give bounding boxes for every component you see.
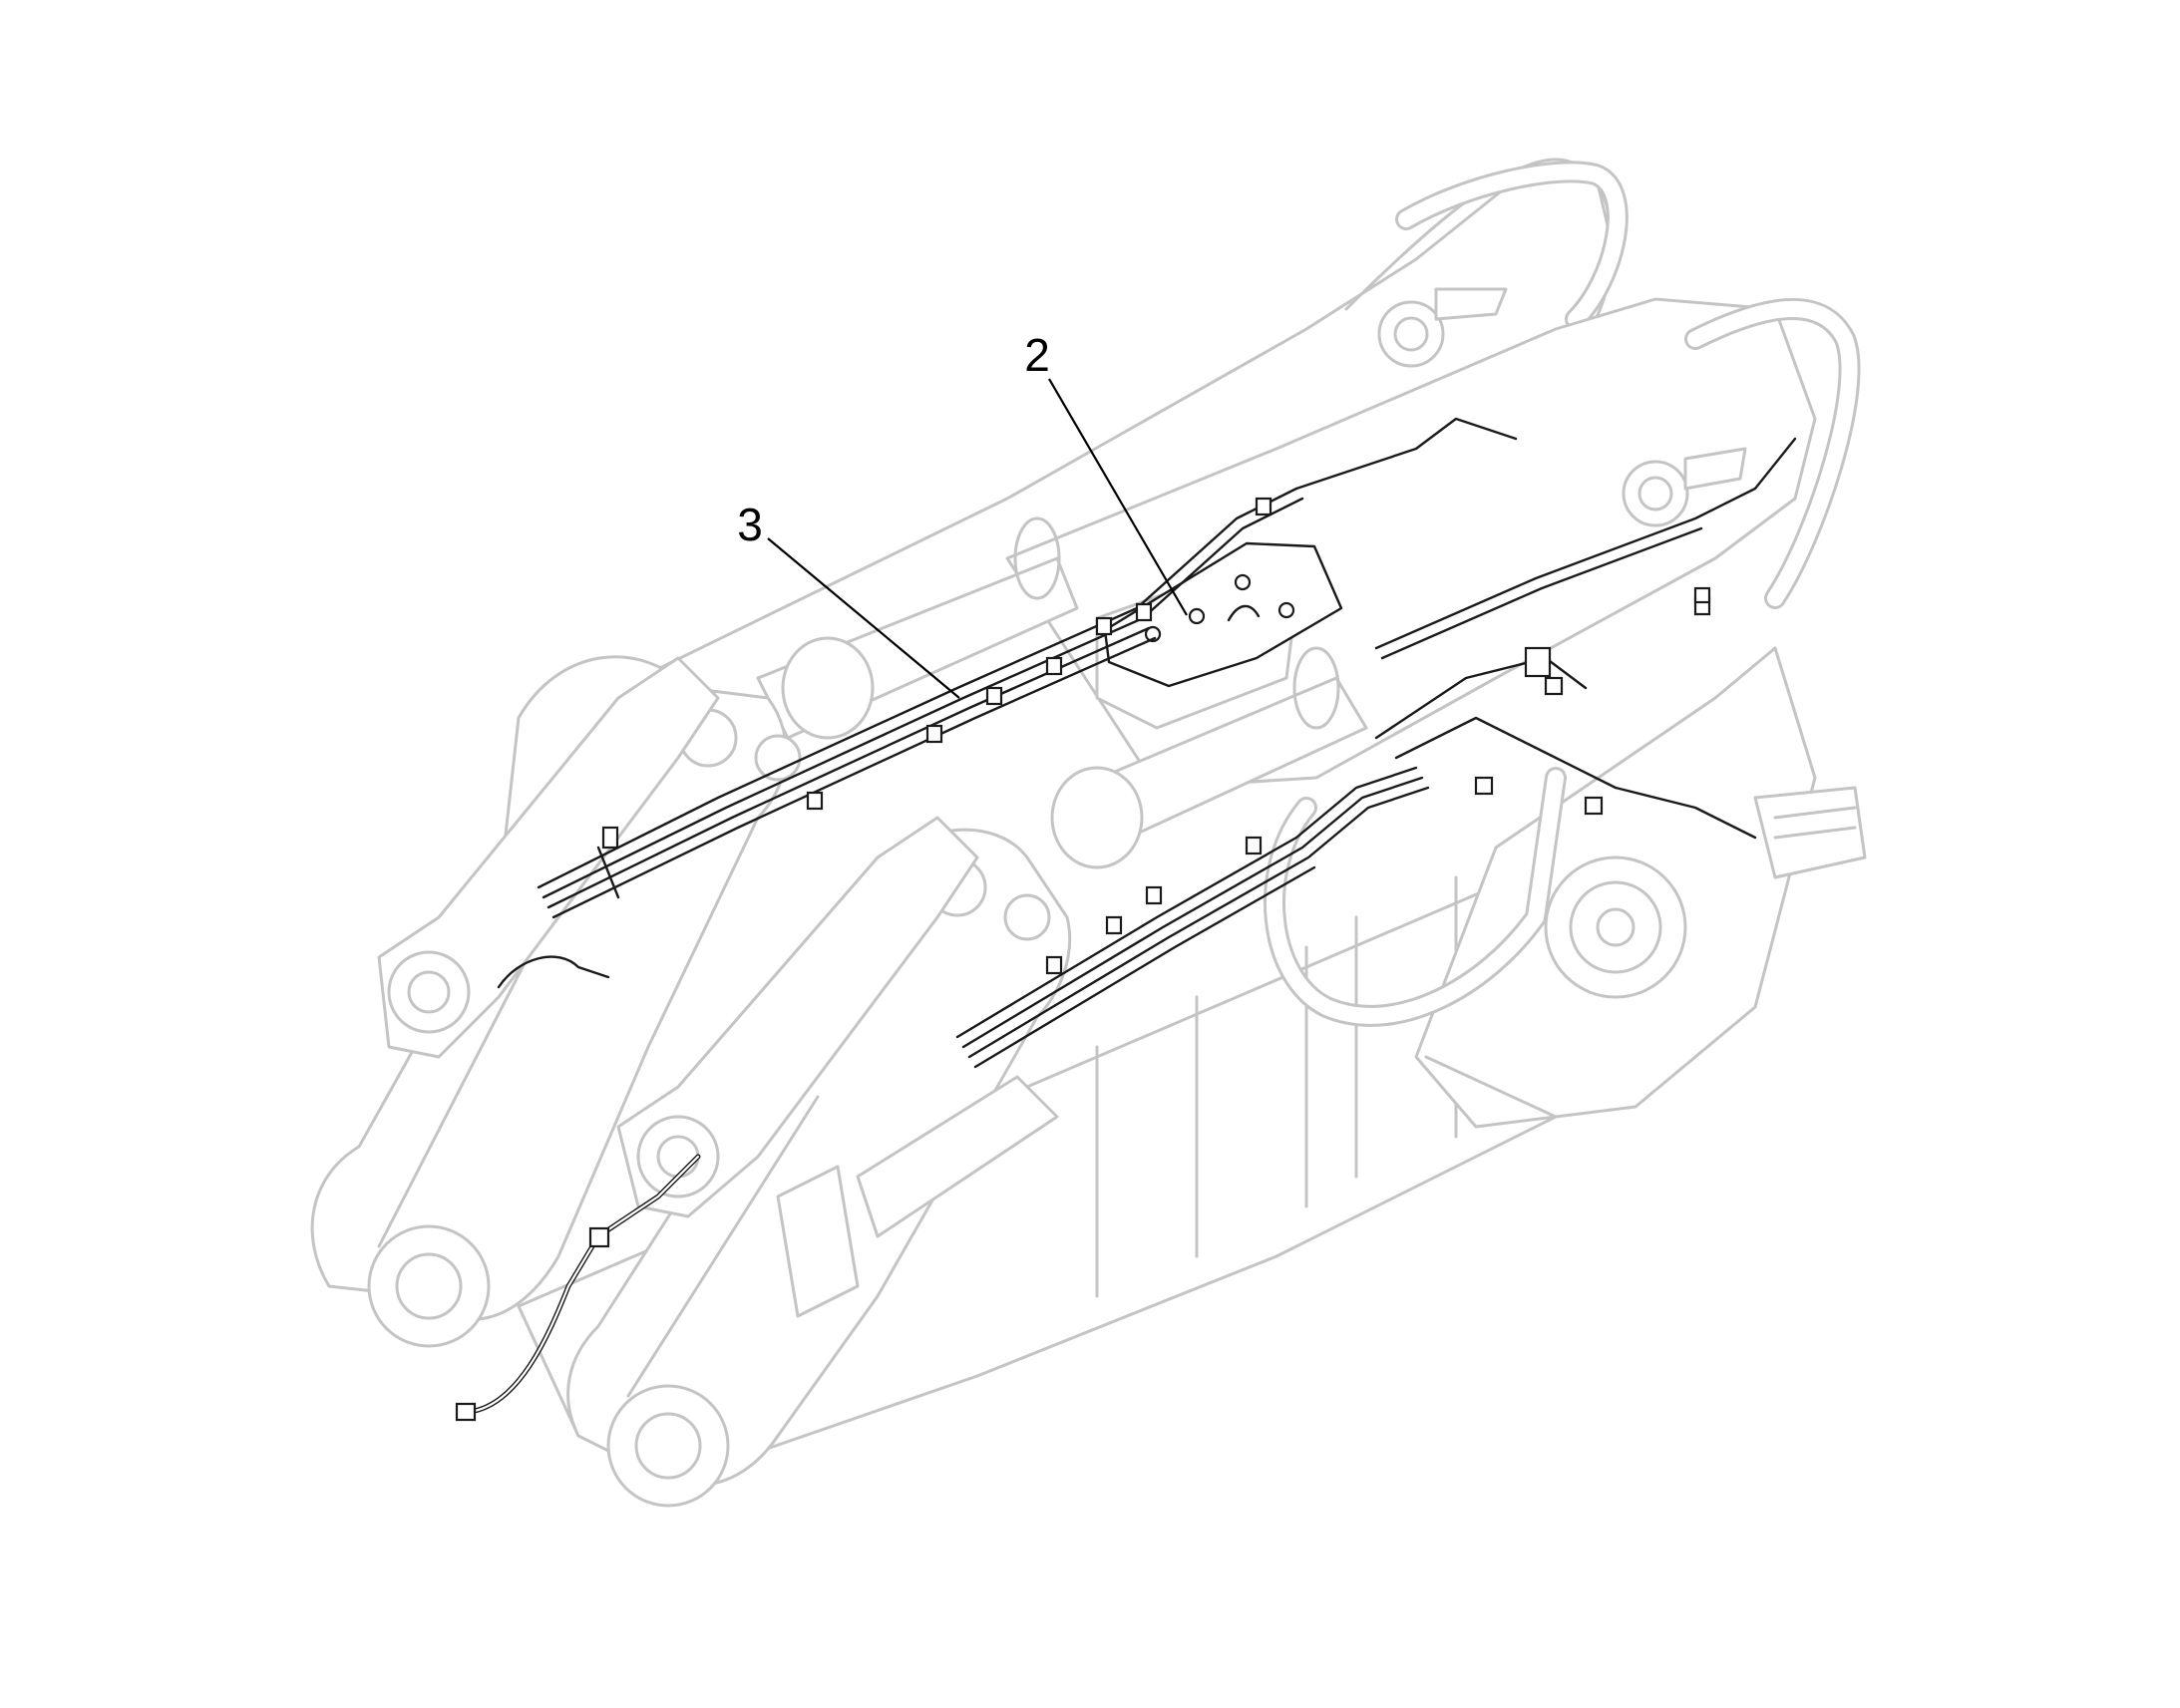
right-wire-harness (955, 656, 1757, 1069)
callout-3-leader (767, 537, 960, 699)
left-wire-harness (537, 417, 1518, 919)
callout-3-label: 3 (737, 499, 763, 550)
left-rear-link (377, 656, 720, 1059)
callout-2-label: 2 (1024, 329, 1050, 381)
lower-dangling-lead (455, 1154, 701, 1422)
right-front-lever (566, 828, 1072, 1488)
callout-2-group: 2 (1024, 329, 1188, 616)
upper-right-wire-harness (1374, 437, 1797, 696)
callout-3-group: 3 (737, 499, 960, 699)
highlighted-parts (455, 417, 1797, 1422)
right-rear-link (616, 816, 979, 1218)
rear-hub (1544, 855, 1687, 999)
ghosted-boom-structure (310, 158, 1867, 1508)
callout-2-leader (1048, 378, 1188, 616)
center-mounting-plate (1103, 541, 1343, 688)
